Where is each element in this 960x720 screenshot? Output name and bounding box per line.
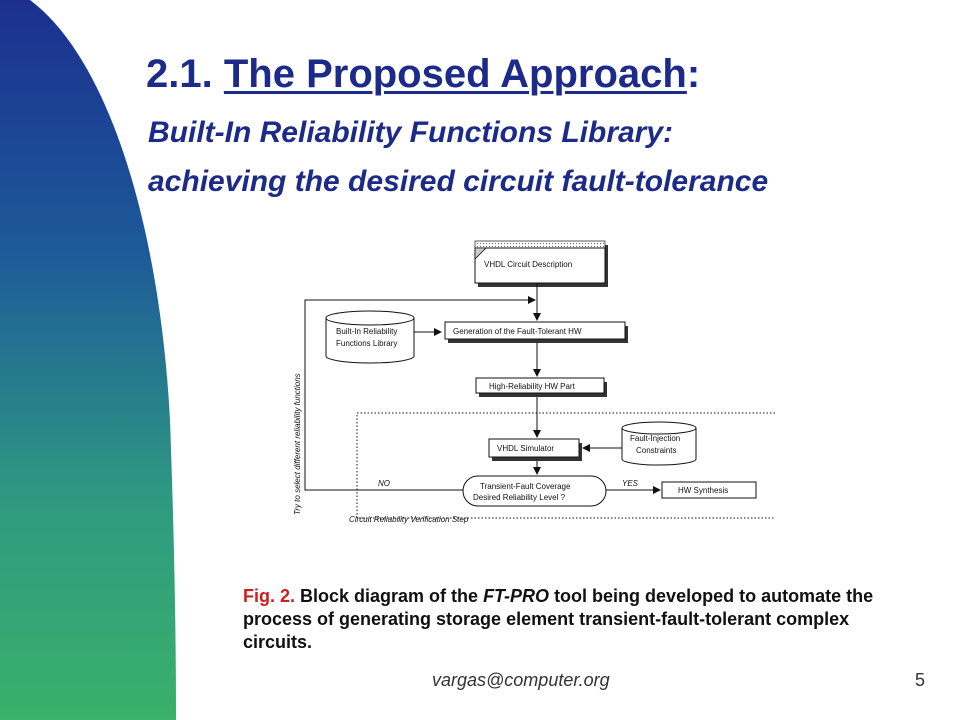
side-label: Try to select different reliability func…: [293, 373, 302, 515]
vhdl-description-label: VHDL Circuit Description: [484, 260, 572, 269]
title-text: The Proposed Approach: [223, 52, 687, 96]
caption-label: Fig. 2.: [243, 586, 296, 606]
footer-email: vargas@computer.org: [432, 670, 610, 690]
subtitle-line-1: Built-In Reliability Functions Library:: [148, 116, 674, 149]
generation-label: Generation of the Fault-Tolerant HW: [453, 327, 582, 336]
page-number: 5: [915, 670, 926, 690]
title-colon: :: [686, 52, 701, 96]
fault-injection-node: Fault-Injection Constraints: [621, 421, 697, 466]
caption-tool-name: FT-PRO: [483, 586, 550, 606]
decision-label-line2: Desired Reliability Level ?: [473, 493, 566, 502]
caption-part2: tool being developed to automate the pro…: [243, 586, 874, 652]
decision-node: Transient-Fault Coverage Desired Reliabi…: [462, 475, 607, 507]
vhdl-simulator-node: VHDL Simulator: [488, 438, 582, 461]
figure-caption: Fig. 2. Block diagram of the FT-PRO tool…: [243, 585, 883, 654]
generation-node: Generation of the Fault-Tolerant HW: [444, 321, 628, 343]
library-label-line1: Built-In Reliability: [336, 327, 397, 336]
reliability-library-node: Built-In Reliability Functions Library: [325, 310, 415, 364]
verification-region: [356, 412, 775, 519]
yes-label: YES: [622, 479, 639, 488]
subtitle-line-2: achieving the desired circuit fault-tole…: [148, 165, 769, 198]
fault-injection-label-line1: Fault-Injection: [630, 434, 680, 443]
feedback-loop-arrow: [304, 296, 536, 491]
fault-injection-label-line2: Constraints: [636, 446, 676, 455]
hw-synthesis-label: HW Synthesis: [678, 486, 728, 495]
title-number: 2.1.: [146, 52, 213, 96]
library-label-line2: Functions Library: [336, 339, 397, 348]
vhdl-description-node: VHDL Circuit Description: [474, 240, 608, 287]
high-reliability-label: High-Reliability HW Part: [489, 382, 576, 391]
vhdl-simulator-label: VHDL Simulator: [497, 444, 554, 453]
slide-title: 2.1. The Proposed Approach:: [146, 52, 700, 97]
hw-synthesis-node: HW Synthesis: [661, 481, 757, 499]
high-reliability-node: High-Reliability HW Part: [475, 377, 607, 397]
no-label: NO: [378, 479, 390, 488]
caption-part1: Block diagram of the: [295, 586, 484, 606]
decision-label-line1: Transient-Fault Coverage: [480, 482, 571, 491]
step-label: Circuit Reliability Verification Step: [349, 515, 469, 524]
